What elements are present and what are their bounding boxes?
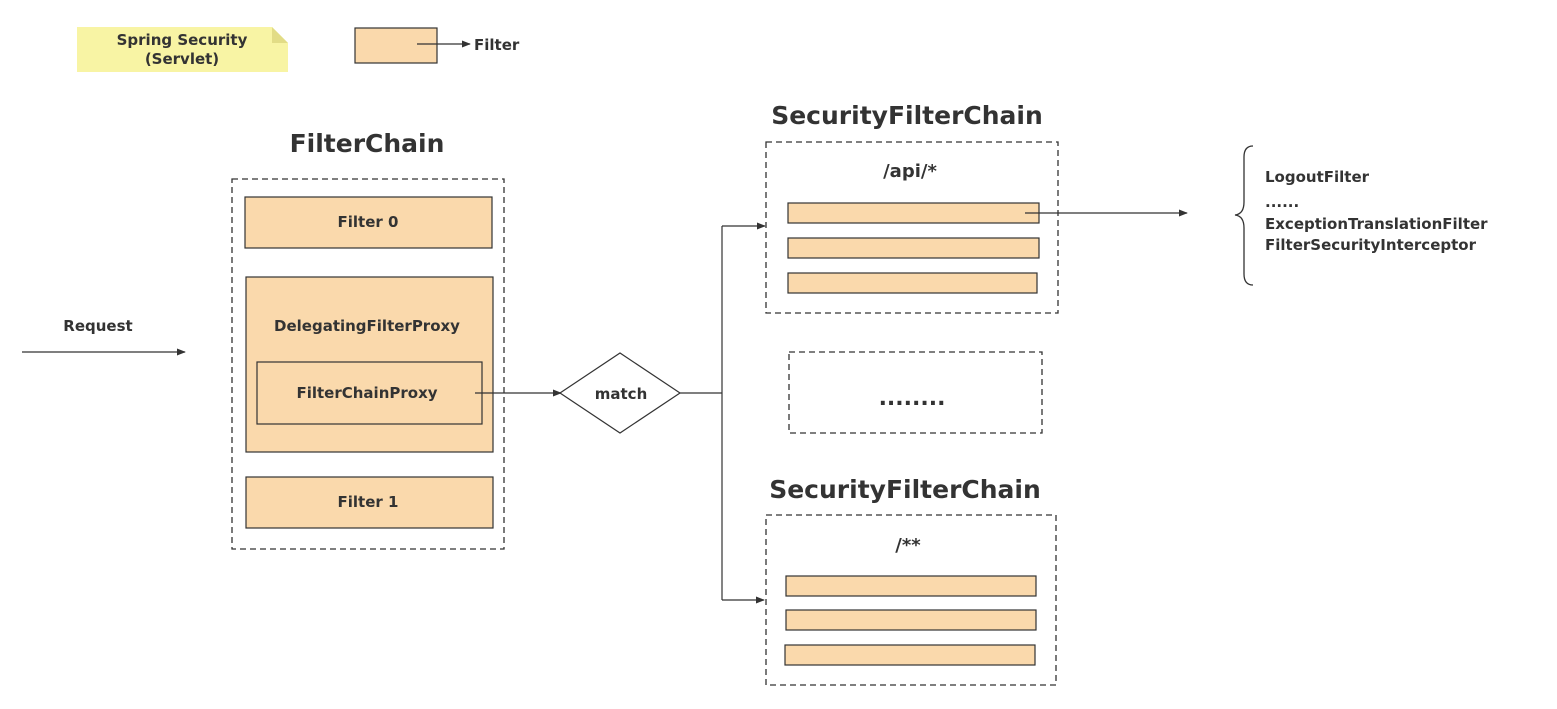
ellipsis-label: ........ [879, 386, 946, 411]
security-chain-top-filter [787, 272, 1038, 294]
security-chain-bottom-filter [784, 644, 1036, 666]
filter-list-item: LogoutFilter [1265, 168, 1370, 186]
legend-filter-label: Filter [474, 36, 520, 54]
filter-0-label: Filter 0 [338, 213, 399, 231]
ellipsis-chain: ........ [788, 351, 1043, 434]
request-label: Request [63, 317, 132, 335]
delegating-filter-proxy-label: DelegatingFilterProxy [274, 317, 460, 335]
match-label: match [595, 385, 648, 403]
filter-1-box [245, 476, 494, 529]
ellipsis-container [788, 351, 1043, 434]
filter-list-item: FilterSecurityInterceptor [1265, 236, 1477, 254]
filter-list: LogoutFilter ...... ExceptionTranslation… [1234, 145, 1488, 286]
legend-note: Spring Security (Servlet) [77, 27, 288, 72]
security-filter-chain-bottom: SecurityFilterChain /** [765, 475, 1057, 686]
security-chain-bottom-title: SecurityFilterChain [769, 475, 1041, 504]
filter-chain-container [231, 178, 505, 550]
filter-0-box [244, 196, 493, 249]
legend-note-shape [77, 27, 288, 72]
filter-list-item: ...... [1265, 193, 1299, 211]
security-chain-top-title: SecurityFilterChain [771, 101, 1043, 130]
curly-brace-icon [1234, 145, 1254, 286]
delegating-filter-proxy-box [245, 276, 494, 453]
security-chain-top-pattern: /api/* [883, 161, 937, 182]
match-decision: match [558, 352, 682, 434]
filter-1-label: Filter 1 [338, 493, 399, 511]
legend-note-line1: Spring Security [117, 31, 248, 49]
filter-list-item: ExceptionTranslationFilter [1265, 215, 1488, 233]
security-chain-top-filter [787, 237, 1040, 259]
security-filter-chain-top: SecurityFilterChain /api/* [765, 101, 1059, 314]
security-chain-top-container [765, 141, 1059, 314]
security-chain-bottom-filter [785, 609, 1037, 631]
legend-filter-key: Filter [354, 27, 520, 64]
legend-note-fold [272, 27, 288, 43]
legend-filter-swatch [354, 27, 438, 64]
filter-chain: FilterChain Filter 0 DelegatingFilterPro… [231, 129, 505, 550]
branch-connectors [680, 222, 766, 604]
filter-chain-title: FilterChain [290, 129, 445, 158]
security-chain-bottom-container [765, 514, 1057, 686]
filter-chain-proxy-label: FilterChainProxy [296, 384, 437, 402]
legend: Spring Security (Servlet) Filter [77, 27, 520, 72]
security-chain-bottom-filter [785, 575, 1037, 597]
security-chain-top-filter [787, 202, 1040, 224]
legend-note-line2: (Servlet) [145, 50, 219, 68]
security-chain-bottom-pattern: /** [895, 535, 921, 556]
request: Request [22, 317, 186, 356]
